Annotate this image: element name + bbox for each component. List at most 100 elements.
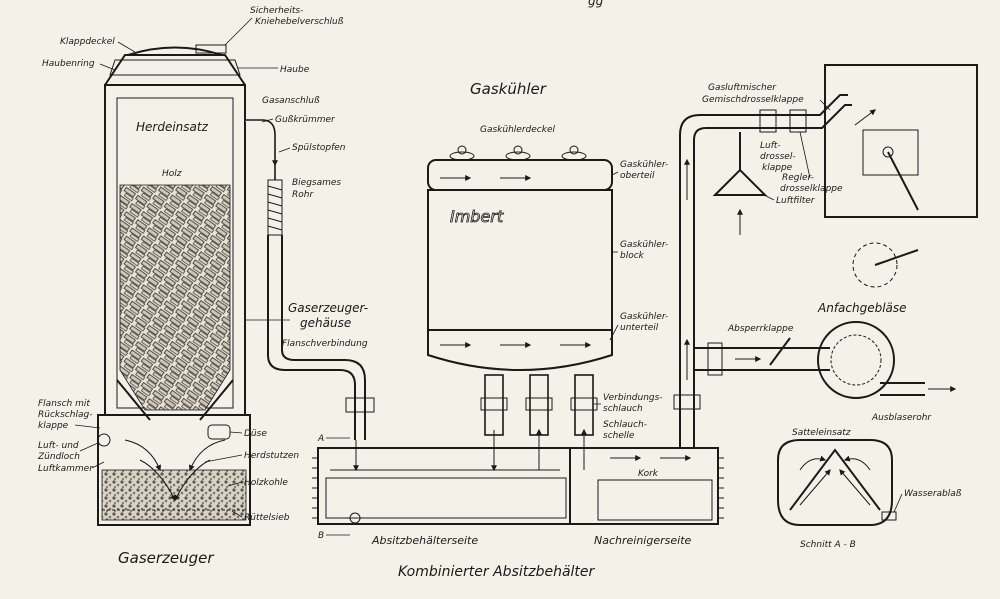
label-holz: Holz [162, 169, 182, 179]
hinged-lid [127, 46, 223, 56]
label-unterteil-1: Gaskühler- [620, 312, 668, 322]
charcoal-bed [101, 469, 247, 521]
label-regler-2: drosselklappe [780, 184, 843, 194]
label-flansch-2: Rückschlag- [38, 410, 92, 420]
label-haube: Haube [280, 65, 310, 75]
engine-block [824, 64, 978, 218]
label-verbindung-1: Verbindungs- [603, 393, 663, 403]
hood-ring [109, 59, 241, 76]
cooler-labels: Gaskühler Gaskühlerdeckel Gaskühler- obe… [470, 80, 668, 441]
label-luftkammer: Luftkammer [38, 464, 94, 474]
mixer-pipe [735, 94, 848, 116]
label-luftfilter: Luftfilter [776, 196, 816, 206]
settler-baffles [325, 477, 567, 519]
label-biegsames-1: Biegsames [292, 178, 341, 188]
cork-filter [597, 479, 713, 521]
engine-plate [862, 129, 919, 176]
cooler-title: Gaskühler [470, 80, 547, 98]
label-absitzbehaelterseite: Absitzbehälterseite [371, 534, 478, 547]
label-gehaeuse-2: gehäuse [300, 316, 351, 330]
label-haubenring: Haubenring [42, 59, 95, 69]
section-labels: Satteleinsatz Wasserablaß Schnitt A - B [792, 428, 962, 550]
tank-body [317, 447, 719, 525]
label-schelle-2: schelle [603, 431, 635, 441]
drain-plug [349, 512, 361, 524]
hose-2 [529, 374, 549, 436]
label-wasserablass: Wasserablaß [904, 489, 962, 499]
label-kuehlerdeckel: Gaskühlerdeckel [480, 125, 555, 135]
wood-fill [119, 184, 231, 411]
rising-pipe-flange [673, 394, 701, 410]
blower-impeller [830, 334, 882, 386]
label-kork: Kork [638, 469, 659, 479]
label-schelle-1: Schlauch- [603, 420, 647, 430]
cast-elbow [245, 119, 276, 180]
label-spuelstopfen: Spülstopfen [292, 143, 346, 153]
label-satteleinsatz: Satteleinsatz [792, 428, 851, 438]
water-drain [881, 511, 897, 521]
blower-labels: Anfachgebläse Absperrklappe Ausblaserohr [727, 301, 932, 423]
label-gehaeuse-1: Gaserzeuger- [288, 301, 368, 315]
label-nachreinigerseite: Nachreinigerseite [594, 534, 692, 547]
label-gusskruemmer: Gußkrümmer [275, 115, 336, 125]
gasifier-labels: Klappdeckel Haubenring Sicherheits- Knie… [37, 6, 368, 567]
blower-housing [817, 321, 895, 399]
ignition-blower [694, 321, 957, 399]
label-luft-1: Luft- und [38, 441, 79, 451]
rising-pipe-inner [693, 127, 735, 448]
blower-flange [707, 342, 723, 376]
gasifier [97, 44, 375, 526]
label-regler-1: Regler- [782, 173, 814, 183]
air-filter [712, 168, 768, 196]
gasifier-caption: Gaserzeuger [118, 549, 214, 567]
label-luftdrossel-3: klappe [762, 163, 793, 173]
saddle-insert [789, 448, 881, 511]
regulator-throttle [789, 109, 807, 133]
label-luftdrossel-1: Luft- [760, 141, 781, 151]
label-duese: Düse [244, 429, 267, 439]
gas-pipe-left [267, 235, 356, 440]
label-verbindung-2: schlauch [603, 404, 643, 414]
gas-air-mixer [712, 64, 978, 288]
flywheel [852, 242, 898, 288]
settling-tank [312, 114, 735, 525]
label-biegsames-2: Rohr [292, 190, 314, 200]
settler-labels: A B Kork Absitzbehälterseite Nachreinige… [317, 434, 692, 580]
air-throttle [759, 109, 777, 133]
label-herdeinsatz: Herdeinsatz [136, 120, 209, 134]
label-gasanschluss: Gasanschluß [262, 96, 320, 106]
label-gemisch: Gemischdrosselklappe [702, 95, 804, 105]
label-klappdeckel: Klappdeckel [60, 37, 115, 47]
air-chamber [97, 414, 251, 526]
label-holzkohle: Holzkohle [244, 478, 288, 488]
mixer-labels: Gasluftmischer Gemischdrosselklappe Luft… [702, 83, 843, 206]
rising-pipe-outer [679, 114, 735, 448]
label-flansch-1: Flansch mit [38, 399, 90, 409]
label-block-2: block [620, 251, 645, 261]
label-ruettelsieb: Rüttelsieb [244, 513, 290, 523]
label-flanschverbindung: Flanschverbindung [282, 339, 368, 349]
label-unterteil-2: unterteil [620, 323, 659, 333]
label-gasluftmischer: Gasluftmischer [708, 83, 777, 93]
label-oberteil-2: oberteil [620, 171, 655, 181]
exhaust-pipe [880, 382, 925, 396]
label-herdstutzen: Herdstutzen [244, 451, 299, 461]
marker-a: A [317, 434, 324, 444]
ignition-hole [97, 433, 111, 447]
label-kniehebel: Kniehebelverschluß [255, 17, 344, 27]
pipe-flange [345, 397, 375, 413]
blower-title: Anfachgebläse [817, 301, 907, 315]
shutoff-valve [769, 337, 791, 366]
cooler-bottom [427, 329, 613, 371]
toggle-lock [195, 44, 227, 54]
label-oberteil-1: Gaskühler- [620, 160, 668, 170]
section-body [777, 439, 893, 526]
hearth-throat [116, 379, 234, 421]
label-absperrklappe: Absperrklappe [727, 324, 794, 334]
nozzle [207, 424, 231, 440]
section-a-b [777, 439, 897, 526]
cooler-brand: Imbert [450, 207, 504, 226]
label-flansch-3: klappe [38, 421, 69, 431]
